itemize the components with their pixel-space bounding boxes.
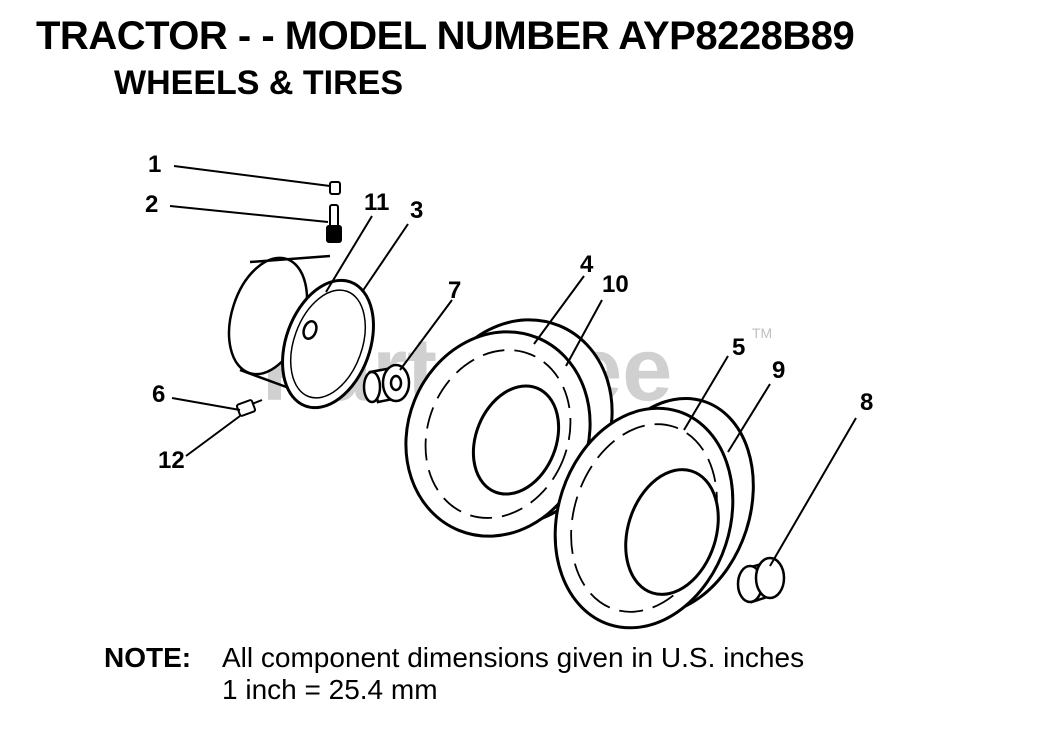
callout-8: 8: [860, 389, 873, 416]
note-line-1: NOTE: All component dimensions given in U…: [104, 642, 804, 674]
callout-3: 3: [410, 197, 423, 224]
leader-lines: [169, 165, 857, 567]
front-tire-part[interactable]: [376, 292, 643, 564]
callout-10: 10: [602, 271, 629, 298]
callout-5: 5: [732, 334, 745, 361]
callout-6: 6: [152, 381, 165, 408]
dimension-note: NOTE: All component dimensions given in U…: [104, 642, 804, 706]
note-text-1: All component dimensions given in U.S. i…: [222, 642, 805, 673]
callout-7: 7: [448, 277, 461, 304]
rear-tire-part[interactable]: [528, 377, 780, 651]
valve-cap-part[interactable]: [329, 181, 341, 195]
valve-stem-part[interactable]: [326, 204, 342, 243]
bushing-part[interactable]: [362, 363, 411, 404]
diagram-subtitle: WHEELS & TIRES: [114, 64, 404, 102]
diagram-title: TRACTOR - - MODEL NUMBER AYP8228B89: [36, 14, 855, 58]
callout-2: 2: [145, 191, 158, 218]
note-label: NOTE:: [104, 642, 192, 673]
watermark-tm: TM: [752, 325, 772, 341]
callout-11: 11: [364, 189, 389, 216]
callout-1: 1: [148, 151, 161, 178]
hub-cap-part[interactable]: [736, 556, 786, 604]
callout-4: 4: [580, 251, 594, 278]
callout-12: 12: [158, 447, 185, 474]
callout-labels: 1 2 3 4 5 6 7 8 9 10 11 12: [145, 151, 873, 474]
grease-fitting-part[interactable]: [235, 399, 263, 417]
rim-part[interactable]: [215, 248, 390, 421]
callout-9: 9: [772, 357, 785, 384]
note-text-2: 1 inch = 25.4 mm: [222, 674, 438, 705]
